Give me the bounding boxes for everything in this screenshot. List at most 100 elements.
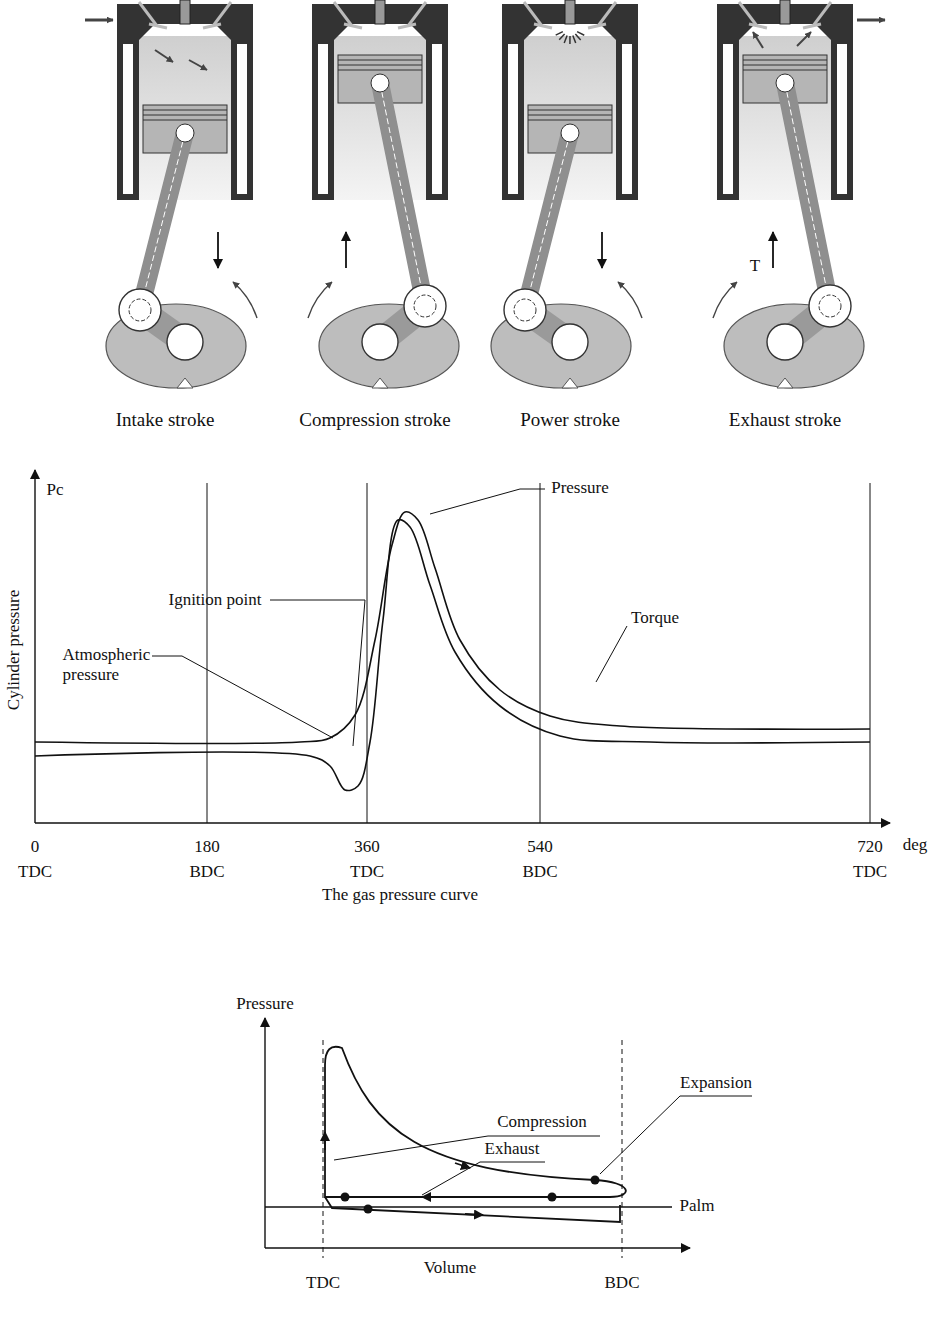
flow-arrow (324, 1132, 326, 1150)
flow-arrow (422, 1196, 440, 1198)
piston-ring (743, 65, 827, 66)
callout-label: Atmospheric pressure (63, 645, 158, 685)
motion-arrow (345, 232, 347, 268)
main-bearing (362, 324, 398, 360)
valve-stem (213, 2, 231, 26)
connecting-rod (140, 133, 185, 310)
piston-ring (143, 115, 227, 116)
cylinder-wall (117, 12, 139, 200)
water-jacket (837, 44, 847, 194)
cylinder-wall (502, 12, 524, 200)
cylinder-wall (831, 12, 853, 200)
piston-ring (143, 110, 227, 111)
axis-title: Volume (424, 1258, 477, 1278)
piston-ring (528, 110, 612, 111)
intake-flow (155, 50, 173, 62)
main-bearing (767, 324, 803, 360)
y-axis (264, 1018, 265, 1248)
rotation-arrow (618, 282, 642, 318)
main-bearing (552, 324, 588, 360)
main-bearing (167, 324, 203, 360)
tick-value: 540 (527, 837, 553, 857)
cylinder-wall (312, 12, 334, 200)
spark-plug (565, 0, 575, 24)
state-point (364, 1205, 373, 1214)
piston-ring (528, 120, 612, 121)
chart-caption: The gas pressure curve (322, 885, 478, 905)
curve-label: Pressure (551, 478, 609, 498)
leader-line (334, 1136, 600, 1160)
crank-pin-core (414, 295, 436, 317)
valve-head (149, 24, 167, 28)
y-axis (34, 470, 35, 823)
dead-centre-line (323, 1040, 324, 1258)
spark-plug (780, 0, 790, 24)
crank-support (177, 378, 193, 388)
connecting-rod (525, 133, 570, 310)
water-jacket (237, 44, 247, 194)
engine-illustration (713, 0, 885, 388)
leader-line (422, 1162, 545, 1195)
valve-stem (598, 2, 616, 26)
axis-title: Pressure (236, 994, 294, 1014)
valve-head (534, 24, 552, 28)
intake-line (325, 1197, 620, 1222)
spark-plug (180, 0, 190, 24)
crank-pin (809, 285, 851, 327)
pv-loop (325, 1047, 626, 1197)
rod-centerline (380, 83, 425, 306)
spark-ray (573, 35, 576, 42)
crank-pin-core (819, 295, 841, 317)
crank-pin (119, 289, 161, 331)
rod-centerline (140, 133, 185, 310)
pressure-curve (35, 512, 870, 744)
water-jacket (508, 44, 518, 194)
motion-arrow (601, 232, 603, 268)
state-point (341, 1193, 350, 1202)
tick-position: TDC (350, 862, 384, 882)
piston-ring (338, 65, 422, 66)
exhaust-flow (797, 32, 811, 46)
valve-stem (739, 2, 757, 26)
intake-flow (189, 60, 207, 70)
piston-pin (776, 74, 794, 92)
piston-pin (561, 124, 579, 142)
curve-label: Torque (631, 608, 679, 628)
grid-line (870, 483, 871, 823)
axis-title: Cylinder pressure (4, 590, 24, 710)
state-point (548, 1193, 557, 1202)
flow-arrow (455, 1163, 470, 1168)
crank-pin-core (129, 299, 151, 321)
stroke-caption: Power stroke (520, 410, 620, 430)
line-label: Palm (680, 1196, 715, 1216)
piston-ring (338, 70, 422, 71)
stroke-caption: Compression stroke (299, 410, 450, 430)
tick-value: 0 (31, 837, 40, 857)
state-point (591, 1176, 600, 1185)
x-axis (265, 1247, 690, 1248)
valve-head (344, 24, 362, 28)
water-jacket (723, 44, 733, 194)
cylinder-wall (616, 12, 638, 200)
tick-position: BDC (605, 1273, 640, 1293)
intake-flow (85, 19, 113, 22)
water-jacket (622, 44, 632, 194)
rotation-arrow (308, 282, 332, 318)
piston-ring (338, 60, 422, 61)
tick-position: BDC (523, 862, 558, 882)
crank-support (372, 378, 388, 388)
cylinder-wall (231, 12, 253, 200)
spark-ray (559, 34, 564, 40)
spark-ray (575, 34, 580, 40)
exhaust-flow (753, 32, 763, 48)
process-label: Exhaust (485, 1139, 540, 1159)
spark-ray (564, 35, 567, 42)
dead-centre-line (622, 1040, 623, 1258)
process-label: Expansion (680, 1073, 752, 1093)
stroke-caption: Intake stroke (116, 410, 215, 430)
piston-ring (743, 60, 827, 61)
valve-head (203, 24, 221, 28)
cylinder-wall (426, 12, 448, 200)
crank-support (562, 378, 578, 388)
